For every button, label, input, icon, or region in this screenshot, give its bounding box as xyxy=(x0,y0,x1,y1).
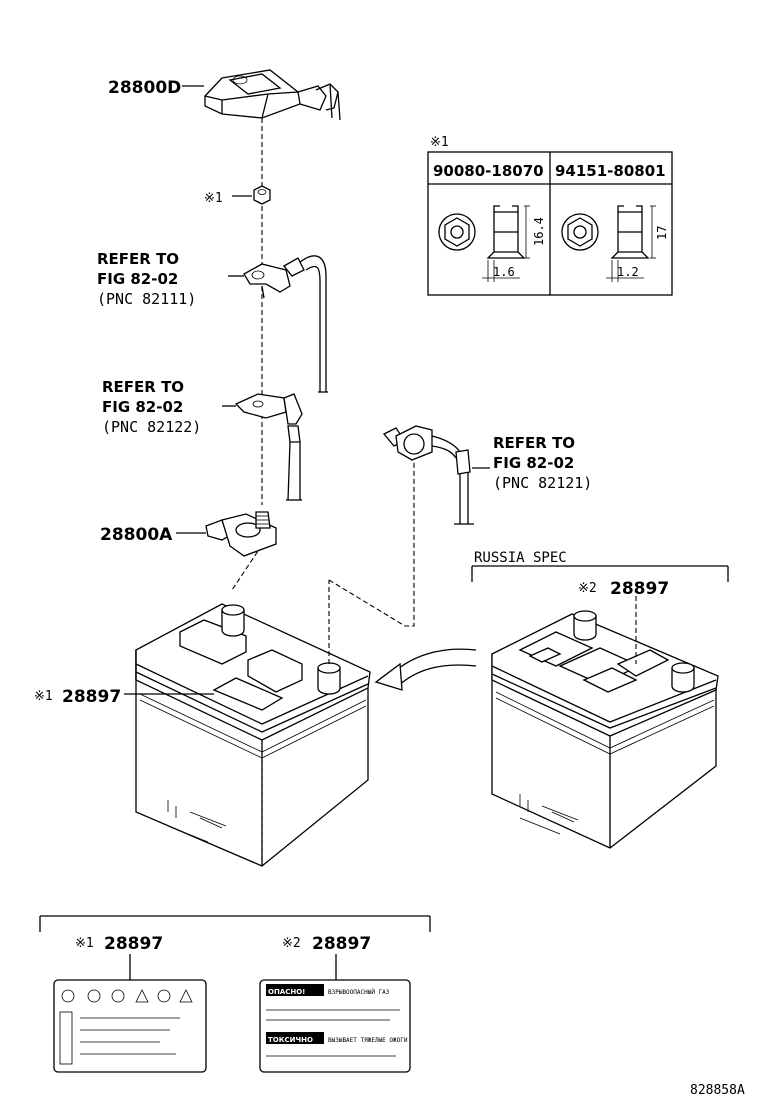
russia-spec-title: RUSSIA SPEC xyxy=(474,550,567,566)
warning-line1-sub: ВЗРЫВООПАСНЫЙ ГАЗ xyxy=(328,989,390,996)
terminal-cover-drawing xyxy=(204,69,341,121)
warning-line2-sub: ВЫЗЫВАЕТ ТЯЖЕЛЫЕ ОЖОГИ xyxy=(328,1037,408,1044)
refer2-line2: FIG 82-02 xyxy=(102,398,183,416)
refer3-line2: FIG 82-02 xyxy=(493,454,574,472)
main-label-mark: ※1 xyxy=(34,689,53,704)
table-mark: ※1 xyxy=(430,135,449,150)
russia-label-mark: ※2 xyxy=(578,581,597,596)
cable-82122-drawing xyxy=(234,393,303,501)
table-flange-2: 1.2 xyxy=(617,265,639,279)
terminal-part-number: 28800A xyxy=(100,525,173,545)
standard-battery-label xyxy=(53,979,207,1073)
table-height-2: 17 xyxy=(655,226,669,240)
refer3-line3: (PNC 82121) xyxy=(493,474,592,492)
box2-mark: ※2 xyxy=(282,936,301,951)
table-flange-1: 1.6 xyxy=(493,265,515,279)
cable-82121-drawing xyxy=(382,425,474,525)
nut-mark: ※1 xyxy=(204,191,223,206)
russia-label-part-number: 28897 xyxy=(610,579,669,599)
box1-mark: ※1 xyxy=(75,936,94,951)
box1-part-number: 28897 xyxy=(104,934,163,954)
table-part-1: 90080-18070 xyxy=(433,162,544,180)
battery-terminal-drawing xyxy=(205,511,277,557)
warning-line2: ТОКСИЧНО xyxy=(268,1036,313,1044)
refer1-line1: REFER TO xyxy=(97,250,179,268)
nut-drawing xyxy=(253,185,271,205)
cable-82111-drawing xyxy=(243,255,328,393)
figure-id: 828858A xyxy=(690,1083,745,1098)
refer3-line1: REFER TO xyxy=(493,434,575,452)
refer1-line2: FIG 82-02 xyxy=(97,270,178,288)
cover-part-number: 28800D xyxy=(108,78,181,98)
russia-battery-drawing xyxy=(491,610,719,849)
box2-part-number: 28897 xyxy=(312,934,371,954)
table-part-2: 94151-80801 xyxy=(555,162,666,180)
main-label-part-number: 28897 xyxy=(62,687,121,707)
refer2-line3: (PNC 82122) xyxy=(102,418,201,436)
main-battery-drawing xyxy=(135,603,371,867)
table-height-1: 16.4 xyxy=(532,217,546,246)
russia-warning-label xyxy=(259,979,411,1073)
refer1-line3: (PNC 82111) xyxy=(97,290,196,308)
warning-line1: ОПАСНО! xyxy=(268,988,305,996)
refer2-line1: REFER TO xyxy=(102,378,184,396)
nut-spec-table xyxy=(427,151,673,296)
